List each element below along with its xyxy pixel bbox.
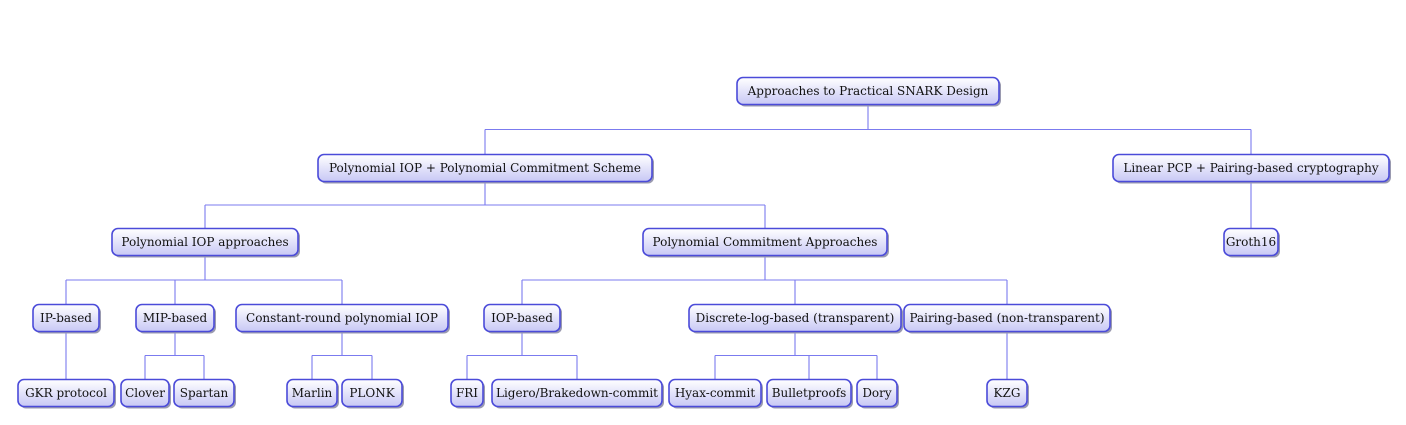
node-ip-based: IP-based xyxy=(32,303,101,334)
node-box xyxy=(17,378,115,408)
node-box xyxy=(688,303,902,333)
edge-group-piop_approaches xyxy=(65,255,343,305)
node-label: Polynomial Commitment Approaches xyxy=(653,235,878,249)
node-box xyxy=(483,303,561,333)
node-gkr: GKR protocol xyxy=(17,378,116,409)
edge-group-root xyxy=(484,104,1252,155)
node-groth16: Groth16 xyxy=(1223,227,1280,258)
node-box xyxy=(491,378,663,408)
node-label: Marlin xyxy=(292,386,333,400)
node-piop-approaches: Polynomial IOP approaches xyxy=(111,227,300,258)
node-ligero: Ligero/Brakedown-commit xyxy=(491,378,664,409)
edge-group-pc_approaches xyxy=(521,255,1008,305)
connector-lines xyxy=(65,104,1252,380)
node-layer: Approaches to Practical SNARK DesignPoly… xyxy=(17,76,1391,409)
node-fri: FRI xyxy=(450,378,485,409)
node-box xyxy=(1223,227,1279,257)
edge-group-iop_based xyxy=(466,331,578,380)
node-box xyxy=(286,378,338,408)
node-clover: Clover xyxy=(120,378,171,409)
node-label: FRI xyxy=(456,386,478,400)
node-plonk: PLONK xyxy=(341,378,404,409)
node-label: Bulletproofs xyxy=(772,386,847,400)
node-hyrax: Hyax-commit xyxy=(668,378,763,409)
node-box xyxy=(450,378,484,408)
node-label: Constant-round polynomial IOP xyxy=(246,311,438,325)
node-label: Clover xyxy=(125,386,165,400)
node-piop-pcs: Polynomial IOP + Polynomial Commitment S… xyxy=(317,153,654,184)
node-label: Groth16 xyxy=(1226,235,1276,249)
node-label: Discrete-log-based (transparent) xyxy=(696,311,895,325)
node-dory: Dory xyxy=(856,378,899,409)
node-spartan: Spartan xyxy=(173,378,236,409)
node-const-round: Constant-round polynomial IOP xyxy=(235,303,450,334)
node-label: GKR protocol xyxy=(25,386,107,400)
node-label: Hyax-commit xyxy=(675,386,756,400)
node-box xyxy=(341,378,403,408)
node-box xyxy=(111,227,299,257)
node-label: Linear PCP + Pairing-based cryptography xyxy=(1123,161,1378,175)
edge-group-piop_pcs xyxy=(204,181,766,229)
node-box xyxy=(1112,153,1390,183)
node-box xyxy=(235,303,449,333)
node-marlin: Marlin xyxy=(286,378,339,409)
node-pc-approaches: Polynomial Commitment Approaches xyxy=(642,227,889,258)
node-label: Spartan xyxy=(180,386,229,400)
node-label: MIP-based xyxy=(143,311,208,325)
node-lpcp: Linear PCP + Pairing-based cryptography xyxy=(1112,153,1391,184)
node-box xyxy=(135,303,215,333)
node-box xyxy=(173,378,235,408)
node-root: Approaches to Practical SNARK Design xyxy=(736,76,1001,107)
node-dlog: Discrete-log-based (transparent) xyxy=(688,303,903,334)
node-label: Approaches to Practical SNARK Design xyxy=(747,84,989,98)
node-box xyxy=(766,378,852,408)
node-label: Polynomial IOP approaches xyxy=(121,235,288,249)
node-pairing: Pairing-based (non-transparent) xyxy=(903,303,1112,334)
node-box xyxy=(903,303,1111,333)
node-label: KZG xyxy=(994,386,1021,400)
node-label: Polynomial IOP + Polynomial Commitment S… xyxy=(329,161,641,175)
node-label: Ligero/Brakedown-commit xyxy=(496,386,658,400)
node-box xyxy=(642,227,888,257)
node-box xyxy=(856,378,898,408)
node-box xyxy=(317,153,653,183)
node-label: Pairing-based (non-transparent) xyxy=(909,311,1104,325)
node-label: Dory xyxy=(862,386,892,400)
edge-group-dlog xyxy=(714,331,878,380)
node-label: IOP-based xyxy=(491,311,553,325)
node-mip-based: MIP-based xyxy=(135,303,216,334)
node-label: PLONK xyxy=(349,386,395,400)
node-kzg: KZG xyxy=(986,378,1029,409)
node-bulletproofs: Bulletproofs xyxy=(766,378,853,409)
edge-group-mip_based xyxy=(144,331,205,380)
node-box xyxy=(668,378,762,408)
node-iop-based: IOP-based xyxy=(483,303,562,334)
node-box xyxy=(986,378,1028,408)
node-label: IP-based xyxy=(40,311,92,325)
edge-group-const_round xyxy=(311,331,373,380)
node-box xyxy=(736,76,1000,106)
node-box xyxy=(120,378,170,408)
node-box xyxy=(32,303,100,333)
